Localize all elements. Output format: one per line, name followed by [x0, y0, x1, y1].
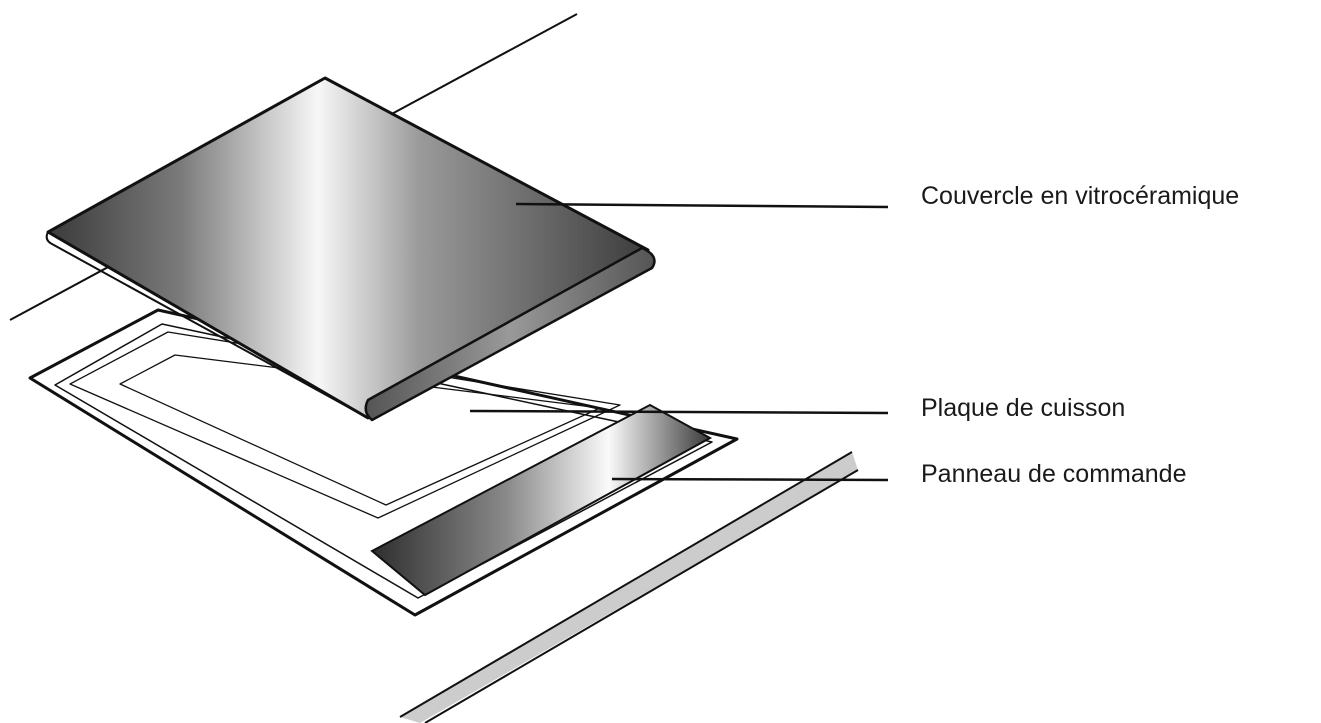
label-hob: Plaque de cuisson	[921, 394, 1126, 422]
hob-cooking-zone-outline	[69, 331, 621, 519]
leader-line-cover	[515, 202, 889, 209]
control-panel	[370, 403, 713, 597]
hob-frame-outer	[28, 308, 739, 617]
label-glass-ceramic-cover: Couvercle en vitrocéramique	[921, 182, 1240, 210]
hob-cooking-zone-inner	[119, 354, 601, 506]
cover-front-lip	[364, 246, 656, 422]
label-control-panel: Panneau de commande	[921, 460, 1187, 488]
hob	[28, 308, 739, 617]
leader-line-control-panel	[611, 477, 889, 482]
countertop-front-line-top	[399, 451, 853, 718]
leader-line-hob	[469, 409, 889, 415]
hob-frame-inner	[54, 323, 713, 599]
countertop-front-line-bottom	[424, 469, 859, 723]
glass-ceramic-cover	[45, 76, 656, 422]
countertop-front-edge	[400, 452, 858, 723]
cover-left-edge	[45, 231, 369, 419]
